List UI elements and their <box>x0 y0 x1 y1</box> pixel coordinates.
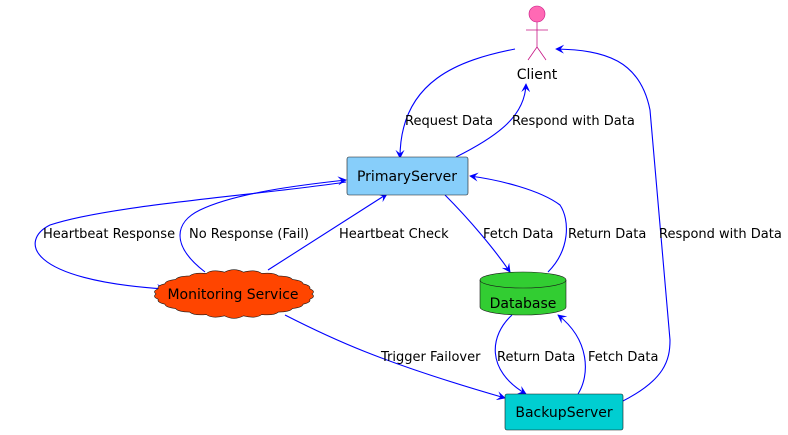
monitoring-service-cloud <box>154 269 314 319</box>
label-return-data-backup: Return Data <box>497 350 575 365</box>
label-trigger-failover: Trigger Failover <box>380 350 481 365</box>
edge-respond-with-data-primary <box>455 83 531 158</box>
label-no-response-fail: No Response (Fail) <box>189 227 309 242</box>
label-return-data-primary: Return Data <box>568 227 646 242</box>
monitoring-service-node: Monitoring Service <box>154 269 314 319</box>
label-heartbeat-response: Heartbeat Response <box>43 227 175 242</box>
primary-server-label: PrimaryServer <box>357 169 457 185</box>
client-actor-body <box>526 22 548 61</box>
label-respond-with-data-primary: Respond with Data <box>512 114 635 129</box>
label-fetch-data-backup: Fetch Data <box>588 350 658 365</box>
database-label: Database <box>490 296 557 312</box>
client-actor: Client <box>517 5 558 83</box>
backup-server-box <box>504 393 624 431</box>
edge-fetch-data-primary <box>444 194 511 273</box>
label-respond-with-data-backup: Respond with Data <box>659 227 782 242</box>
primary-server-node: PrimaryServer <box>346 156 469 196</box>
edge-respond-with-data-backup <box>555 44 671 403</box>
database-node: Database <box>479 271 567 316</box>
edge-heartbeat-check <box>267 193 388 271</box>
edge-trigger-failover <box>284 314 506 401</box>
client-actor-head <box>528 5 546 23</box>
database-cylinder-top-rim <box>479 279 567 289</box>
edge-return-data-backup <box>494 314 527 395</box>
edges <box>34 44 671 403</box>
backup-server-node: BackupServer <box>504 393 624 431</box>
client-label: Client <box>517 67 558 83</box>
primary-server-box <box>346 156 469 196</box>
edge-labels: Request Data Respond with Data Heartbeat… <box>43 114 782 365</box>
label-heartbeat-check: Heartbeat Check <box>339 227 449 242</box>
label-request-data: Request Data <box>405 114 493 129</box>
edge-no-response-fail <box>179 176 347 273</box>
database-cylinder-body <box>479 271 567 316</box>
edge-request-data <box>395 48 516 159</box>
edge-fetch-data-backup <box>557 314 586 395</box>
monitoring-service-label: Monitoring Service <box>167 287 298 303</box>
backup-server-label: BackupServer <box>515 405 612 421</box>
label-fetch-data-primary: Fetch Data <box>483 227 553 242</box>
edge-return-data-primary <box>469 172 567 273</box>
